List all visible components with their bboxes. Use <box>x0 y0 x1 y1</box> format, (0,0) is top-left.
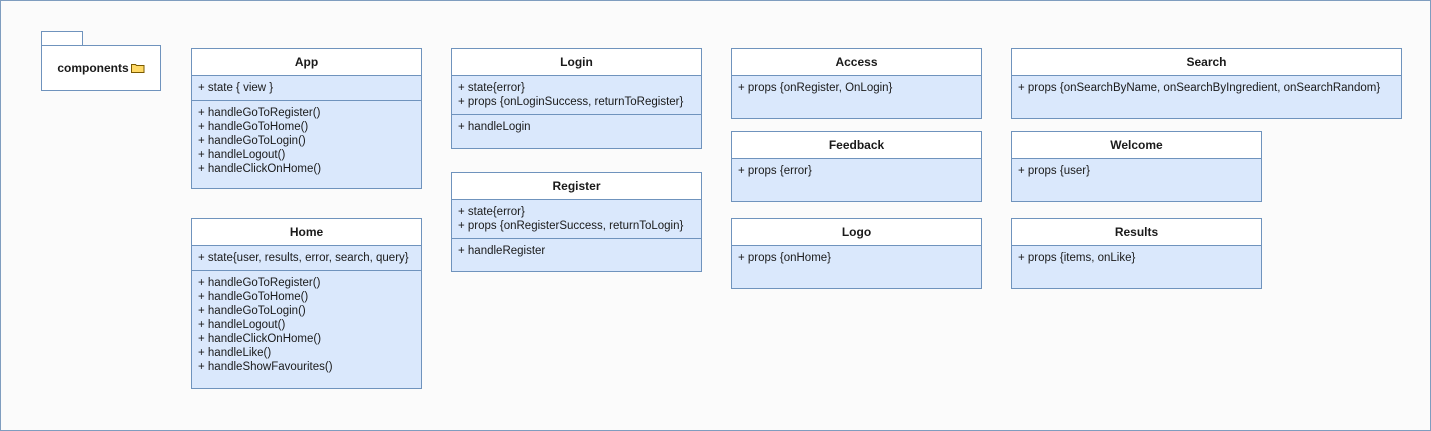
attributes-section: + state{error} + props {onLoginSuccess, … <box>452 76 701 114</box>
attributes-section: + props {error} <box>732 159 981 183</box>
package-label: components <box>57 61 129 75</box>
package-tab <box>41 31 83 46</box>
attribute: + props {error} <box>738 165 812 177</box>
methods-section: + handleGoToRegister() + handleGoToHome(… <box>192 100 421 181</box>
class-title: Search <box>1012 49 1401 76</box>
class-title: Welcome <box>1012 132 1261 159</box>
class-title: App <box>192 49 421 76</box>
attributes-section: + props {onSearchByName, onSearchByIngre… <box>1012 76 1401 100</box>
attribute: + props {onSearchByName, onSearchByIngre… <box>1018 82 1381 94</box>
package-components[interactable]: components <box>41 45 161 91</box>
class-title: Feedback <box>732 132 981 159</box>
methods-section: + handleRegister <box>452 238 701 263</box>
attributes-section: + props {user} <box>1012 159 1261 183</box>
class-access[interactable]: Access + props {onRegister, OnLogin} <box>731 48 982 119</box>
attributes-section: + state{error} + props {onRegisterSucces… <box>452 200 701 238</box>
attribute: + state{error} <box>458 206 525 218</box>
attribute: + props {user} <box>1018 165 1090 177</box>
method: + handleLike() <box>198 347 272 359</box>
class-title: Access <box>732 49 981 76</box>
class-title: Login <box>452 49 701 76</box>
attributes-section: + props {items, onLike} <box>1012 246 1261 270</box>
class-home[interactable]: Home + state{user, results, error, searc… <box>191 218 422 389</box>
method: + handleGoToLogin() <box>198 135 306 147</box>
class-title: Results <box>1012 219 1261 246</box>
class-search[interactable]: Search + props {onSearchByName, onSearch… <box>1011 48 1402 119</box>
class-title: Register <box>452 173 701 200</box>
class-register[interactable]: Register + state{error} + props {onRegis… <box>451 172 702 272</box>
method: + handleGoToHome() <box>198 121 309 133</box>
folder-icon <box>130 64 145 73</box>
method: + handleClickOnHome() <box>198 163 322 175</box>
class-logo[interactable]: Logo + props {onHome} <box>731 218 982 289</box>
method: + handleLogout() <box>198 319 286 331</box>
methods-section: + handleLogin <box>452 114 701 139</box>
class-feedback[interactable]: Feedback + props {error} <box>731 131 982 202</box>
attributes-section: + props {onRegister, OnLogin} <box>732 76 981 100</box>
method: + handleGoToRegister() <box>198 107 321 119</box>
class-title: Home <box>192 219 421 246</box>
attributes-section: + props {onHome} <box>732 246 981 270</box>
class-app[interactable]: App + state { view } + handleGoToRegiste… <box>191 48 422 189</box>
attribute: + state { view } <box>198 82 274 94</box>
method: + handleGoToHome() <box>198 291 309 303</box>
attributes-section: + state { view } <box>192 76 421 100</box>
methods-section: + handleGoToRegister() + handleGoToHome(… <box>192 270 421 379</box>
class-login[interactable]: Login + state{error} + props {onLoginSuc… <box>451 48 702 149</box>
class-results[interactable]: Results + props {items, onLike} <box>1011 218 1262 289</box>
attribute: + state{user, results, error, search, qu… <box>198 252 409 264</box>
method: + handleLogin <box>458 121 531 133</box>
method: + handleGoToRegister() <box>198 277 321 289</box>
attributes-section: + state{user, results, error, search, qu… <box>192 246 421 270</box>
class-welcome[interactable]: Welcome + props {user} <box>1011 131 1262 202</box>
method: + handleLogout() <box>198 149 286 161</box>
method: + handleGoToLogin() <box>198 305 306 317</box>
method: + handleRegister <box>458 245 546 257</box>
method: + handleClickOnHome() <box>198 333 322 345</box>
attribute: + props {items, onLike} <box>1018 252 1136 264</box>
method: + handleShowFavourites() <box>198 361 333 373</box>
attribute: + props {onLoginSuccess, returnToRegiste… <box>458 96 684 108</box>
attribute: + props {onHome} <box>738 252 832 264</box>
class-title: Logo <box>732 219 981 246</box>
attribute: + props {onRegisterSuccess, returnToLogi… <box>458 220 684 232</box>
attribute: + props {onRegister, OnLogin} <box>738 82 893 94</box>
attribute: + state{error} <box>458 82 525 94</box>
